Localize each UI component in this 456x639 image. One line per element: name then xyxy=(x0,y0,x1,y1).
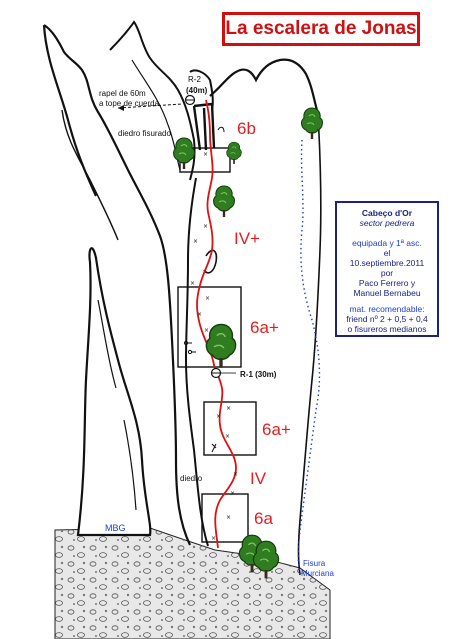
svg-text:×: × xyxy=(226,405,231,412)
svg-text:×: × xyxy=(211,535,216,542)
grade-pitch-1: 6b xyxy=(237,119,256,138)
r2-label: R-2 xyxy=(188,75,201,84)
el-line: el xyxy=(383,248,391,258)
fisura-label-1: Fisura xyxy=(303,559,326,568)
svg-text:×: × xyxy=(205,295,210,302)
svg-text:×: × xyxy=(216,413,221,420)
equipped-line: equipada y 1ª asc. xyxy=(352,238,422,248)
pitch-box-6a-plus-2 xyxy=(203,401,257,456)
grade-pitch-4: 6a+ xyxy=(262,420,291,439)
rappel-label-1: rapel de 60m xyxy=(99,89,146,98)
svg-text:×: × xyxy=(193,238,198,245)
main-wall-left-edge xyxy=(189,69,214,111)
upper-pillar-crack xyxy=(131,59,181,171)
upper-pillar xyxy=(109,20,196,181)
rappel-line xyxy=(117,103,183,109)
r1-label: R-1 (30m) xyxy=(240,370,277,379)
fisura-label-2: Murciana xyxy=(301,569,334,578)
grade-pitch-5: IV xyxy=(250,469,267,488)
route-line xyxy=(196,99,237,549)
scree-pattern xyxy=(55,528,330,639)
author-1: Paco Ferrero y xyxy=(358,278,416,288)
bolts: × × × × × × × × × × × × × × × xyxy=(190,151,238,542)
rappel-arrow xyxy=(118,105,124,111)
main-wall-top xyxy=(209,58,320,115)
svg-text:×: × xyxy=(233,471,238,478)
svg-text:×: × xyxy=(203,151,208,158)
r2-length-label: (40m) xyxy=(186,86,208,95)
svg-text:×: × xyxy=(203,223,208,230)
gear-line-1: friend nº 2 + 0,5 + 0,4 xyxy=(346,314,428,324)
pillar-mid-left xyxy=(184,177,209,547)
gear-title: mat. recomendable: xyxy=(349,304,425,314)
por-line: por xyxy=(380,268,394,278)
grade-pitch-3: 6a+ xyxy=(250,318,279,337)
pitch-box-6a-plus-1 xyxy=(177,286,242,368)
author-2: Manuel Bernabeu xyxy=(353,288,421,298)
rappel-label-2: a tope de cuerda xyxy=(99,99,160,108)
left-rock-detail xyxy=(97,299,137,511)
mbg-label: MBG xyxy=(105,523,126,533)
gear-line-2: o fisureros medianos xyxy=(347,324,427,334)
svg-text:×: × xyxy=(197,311,202,318)
date-line: 10.septiembre.2011 xyxy=(349,258,425,268)
svg-text:×: × xyxy=(204,327,209,334)
svg-text:×: × xyxy=(225,433,230,440)
grade-pitch-6: 6a xyxy=(254,509,273,528)
left-rock-pillar xyxy=(76,247,152,537)
tree-6a-plus xyxy=(205,323,237,369)
pitch-box-6a xyxy=(201,493,249,543)
tree-6b-left xyxy=(173,137,195,170)
svg-text:×: × xyxy=(230,490,235,497)
page-title: La escalera de Jonas xyxy=(225,18,417,39)
svg-text:×: × xyxy=(226,514,231,521)
subsector-name: sector pedrera xyxy=(359,218,415,228)
svg-text:×: × xyxy=(190,280,195,287)
dihedral-top xyxy=(192,102,216,151)
grade-pitch-2: IV+ xyxy=(234,229,260,248)
diedro-fisurado-label: diedro fisurado xyxy=(118,129,171,138)
sector-name: Cabeço d'Or xyxy=(361,208,413,218)
route-info-box: Cabeço d'Or sector pedrera equipada y 1ª… xyxy=(335,201,439,337)
tree-mid xyxy=(213,185,235,218)
main-wall-right-edge xyxy=(297,113,322,576)
title-box: La escalera de Jonas xyxy=(222,12,420,46)
tree-6b-right xyxy=(226,141,242,165)
fisura-murciana-route xyxy=(297,139,321,576)
left-rock-crack xyxy=(61,109,119,241)
pitons xyxy=(183,126,225,453)
diedro-label: diedro xyxy=(180,474,203,483)
